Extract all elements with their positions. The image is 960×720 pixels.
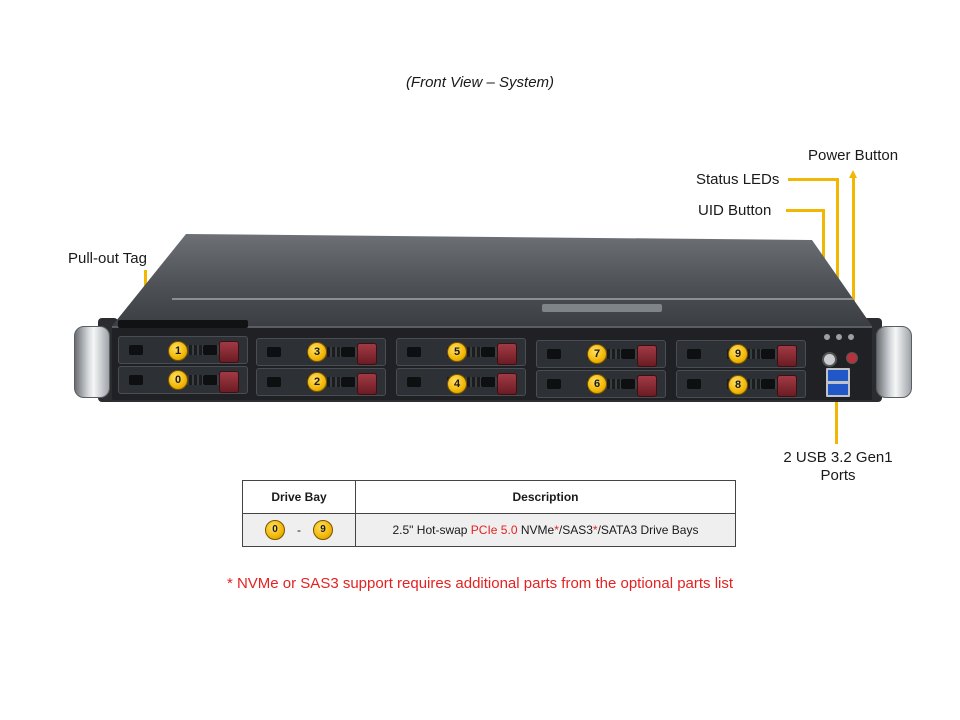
drive-bay-8[interactable] [676,370,806,398]
drive-latch[interactable] [357,373,377,395]
bay-number-badge: 3 [307,342,327,362]
power-button-label: Power Button [808,147,899,164]
drive-latch[interactable] [219,371,239,393]
desc-asterisk: * [592,523,598,537]
bay-number-badge: 4 [447,374,467,394]
pull-out-tag-label: Pull-out Tag [68,250,147,267]
chassis-top-cover [112,234,872,326]
diagram-title: (Front View – System) [405,74,555,91]
bay-number-badge: 7 [587,344,607,364]
right-handle[interactable] [876,326,912,398]
status-led-icon [836,334,842,340]
bay-number-badge: 9 [728,344,748,364]
uid-button-leader-h [786,209,824,212]
desc-text: 2.5" Hot-swap [392,523,471,537]
desc-pcie-text: PCIe 5.0 [470,523,518,537]
footnote: * NVMe or SAS3 support requires addition… [226,575,734,592]
status-leds-label: Status LEDs [696,171,780,188]
pull-out-tag[interactable] [118,320,248,328]
usb-port[interactable] [826,368,850,383]
bay-number-badge: 6 [587,374,607,394]
bay-number-badge: 1 [168,341,188,361]
power-button-leader-cap [849,170,857,178]
bay-number-badge: 5 [447,342,467,362]
drive-latch[interactable] [497,343,517,365]
range-separator: - [297,523,301,537]
chassis-ridge [172,298,862,300]
uid-button-label: UID Button [698,202,772,219]
desc-asterisk: * [554,523,559,537]
bay-number-badge: 0 [168,370,188,390]
bay-number-badge: 9 [313,520,333,540]
desc-text: /SATA3 Drive Bays [597,523,699,537]
chassis-panel [542,304,662,312]
drive-latch[interactable] [637,345,657,367]
drive-latch[interactable] [637,375,657,397]
usb-ports-label: 2 USB 3.2 Gen1 Ports [783,449,893,484]
bay-number-badge: 8 [728,375,748,395]
status-leds-leader-h [788,178,838,181]
table-row: 0-9 2.5" Hot-swap PCIe 5.0 NVMe*/SAS3*/S… [242,513,736,547]
control-panel [812,330,862,397]
table-header-description: Description [355,480,736,514]
drive-bay-table: Drive Bay Description 0-9 2.5" Hot-swap … [242,480,736,547]
desc-text: NVMe [517,523,555,537]
desc-text: /SAS3 [558,523,593,537]
uid-button[interactable] [822,352,837,367]
power-button[interactable] [846,352,858,364]
usb-port[interactable] [826,382,850,397]
drive-bay-description: 2.5" Hot-swap PCIe 5.0 NVMe*/SAS3*/SATA3… [355,513,736,547]
left-handle[interactable] [74,326,110,398]
bay-number-badge: 2 [307,372,327,392]
drive-latch[interactable] [777,345,797,367]
table-header-drive-bay: Drive Bay [242,480,356,514]
status-led-icon [824,334,830,340]
drive-latch[interactable] [777,375,797,397]
drive-bay-range: 0-9 [242,513,356,547]
status-leds-leader-v [836,178,839,336]
drive-latch[interactable] [357,343,377,365]
drive-latch[interactable] [497,373,517,395]
power-button-leader-v [852,176,855,340]
status-led-icon [848,334,854,340]
bay-number-badge: 0 [265,520,285,540]
usb-ports-leader [835,386,838,444]
drive-latch[interactable] [219,341,239,363]
